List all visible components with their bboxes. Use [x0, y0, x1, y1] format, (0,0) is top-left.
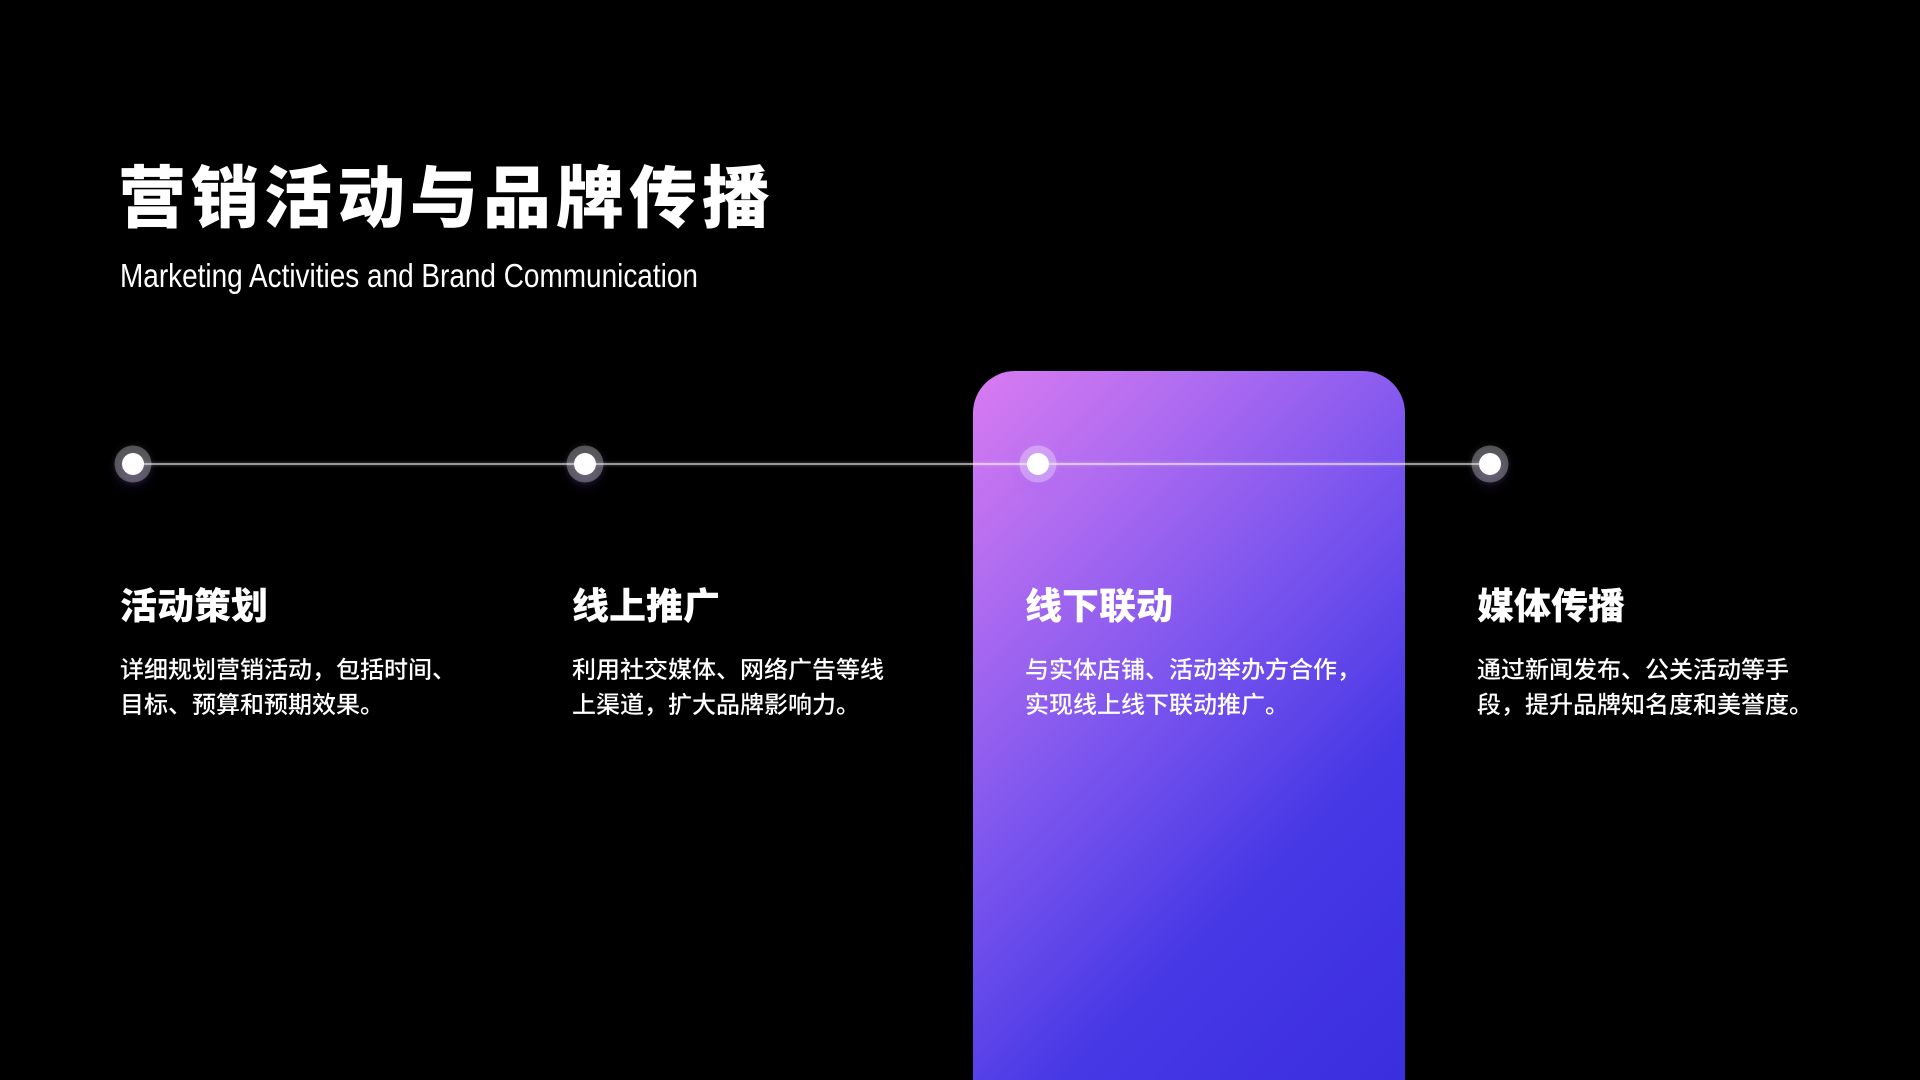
- timeline-node-3: [1027, 453, 1049, 475]
- item-body: 利用社交媒体、网络广告等线 上渠道，扩大品牌影响力。: [572, 650, 884, 720]
- timeline-node-4: [1479, 453, 1501, 475]
- timeline-node-2: [574, 453, 596, 475]
- item-heading: 活动策划: [120, 576, 268, 630]
- item-heading: 线上推广: [572, 576, 720, 630]
- item-body: 通过新闻发布、公关活动等手 段，提升品牌知名度和美誉度。: [1477, 650, 1813, 720]
- slide-subtitle: Marketing Activities and Brand Communica…: [120, 257, 698, 294]
- item-body: 详细规划营销活动，包括时间、 目标、预算和预期效果。: [120, 650, 456, 720]
- item-heading: 线下联动: [1025, 576, 1173, 630]
- timeline-node-1: [122, 453, 144, 475]
- item-heading: 媒体传播: [1477, 576, 1625, 630]
- timeline-line: [133, 463, 1491, 465]
- item-body: 与实体店铺、活动举办方合作， 实现线上线下联动推广。: [1025, 650, 1361, 720]
- slide-title: 营销活动与品牌传播: [118, 143, 776, 242]
- highlight-card: [973, 371, 1405, 1080]
